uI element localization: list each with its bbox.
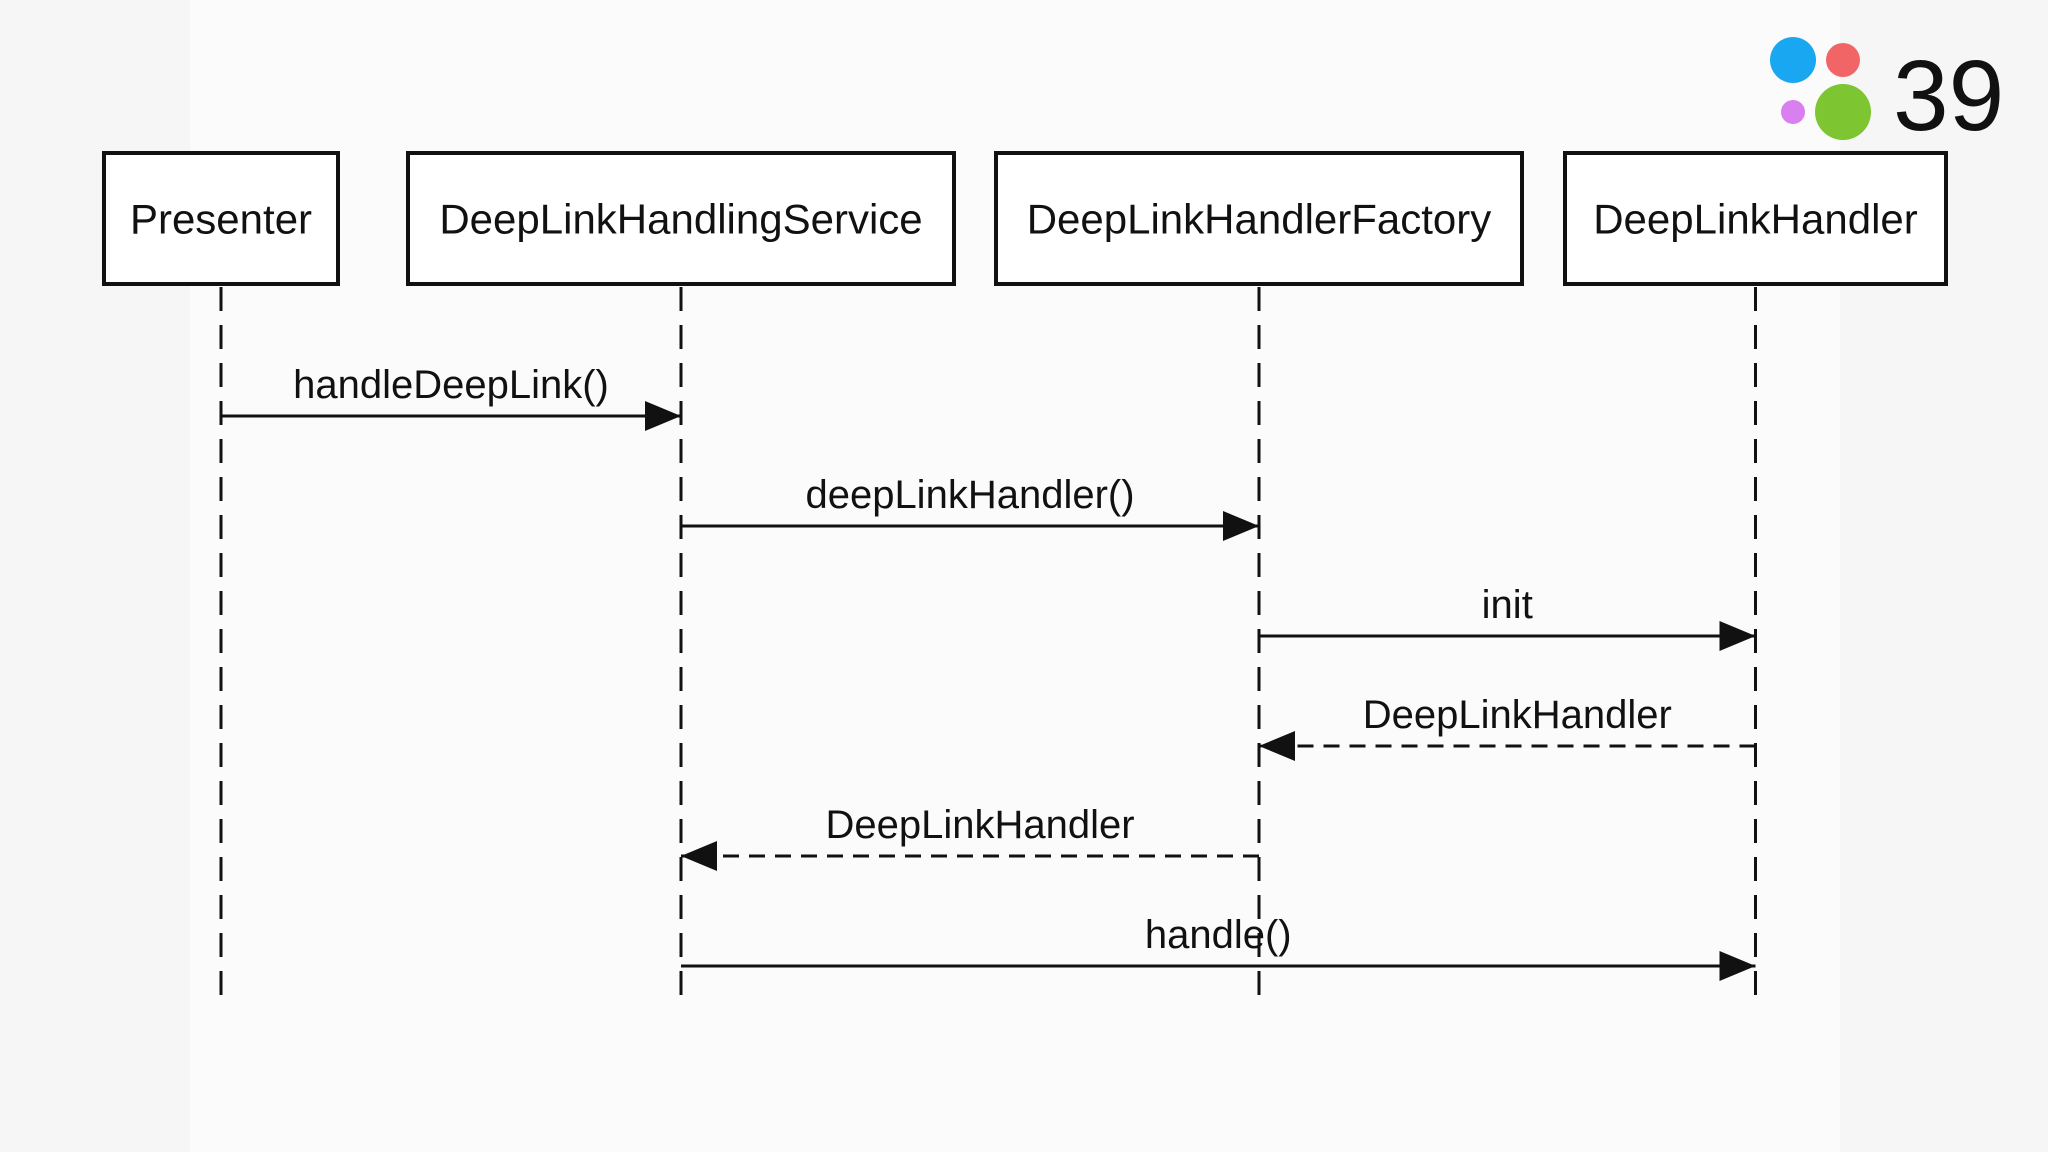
lifelines bbox=[219, 287, 1757, 998]
message-arrowhead-1 bbox=[645, 401, 681, 431]
message-arrowhead-6 bbox=[1719, 951, 1756, 981]
participant-box-presenter bbox=[102, 151, 340, 286]
message-label-2: deepLinkHandler() bbox=[805, 473, 1134, 517]
message-arrowhead-3 bbox=[1719, 621, 1756, 651]
logo-dot-red bbox=[1826, 43, 1860, 77]
message-label-5: DeepLinkHandler bbox=[825, 803, 1134, 847]
message-label-6: handle() bbox=[1145, 913, 1292, 957]
messages: handleDeepLink() deepLinkHandler() initDee… bbox=[221, 363, 1756, 981]
page-number: 39 bbox=[1893, 40, 2004, 152]
logo-dot-purple bbox=[1781, 100, 1805, 124]
message-arrowhead-4 bbox=[1259, 731, 1295, 761]
participant-box-factory bbox=[994, 151, 1524, 286]
message-label-4: DeepLinkHandler bbox=[1363, 693, 1672, 737]
message-label-3: init bbox=[1482, 583, 1533, 627]
participant-label-service: DeepLinkHandlingService bbox=[439, 196, 922, 243]
participant-box-handler bbox=[1563, 151, 1948, 286]
participant-label-factory: DeepLinkHandlerFactory bbox=[1027, 196, 1492, 243]
logo-dot-green bbox=[1815, 84, 1871, 140]
participant-box-service bbox=[406, 151, 956, 286]
message-label-1: handleDeepLink() bbox=[293, 363, 609, 407]
participant-label-presenter: Presenter bbox=[130, 196, 312, 243]
participant-label-handler: DeepLinkHandler bbox=[1593, 196, 1918, 243]
logo-icon bbox=[1770, 37, 1871, 140]
participants: Presenter DeepLinkHandlingService DeepLink… bbox=[102, 151, 1948, 286]
logo-dot-blue bbox=[1770, 37, 1816, 83]
message-arrowhead-5 bbox=[681, 841, 717, 871]
message-arrowhead-2 bbox=[1223, 511, 1259, 541]
